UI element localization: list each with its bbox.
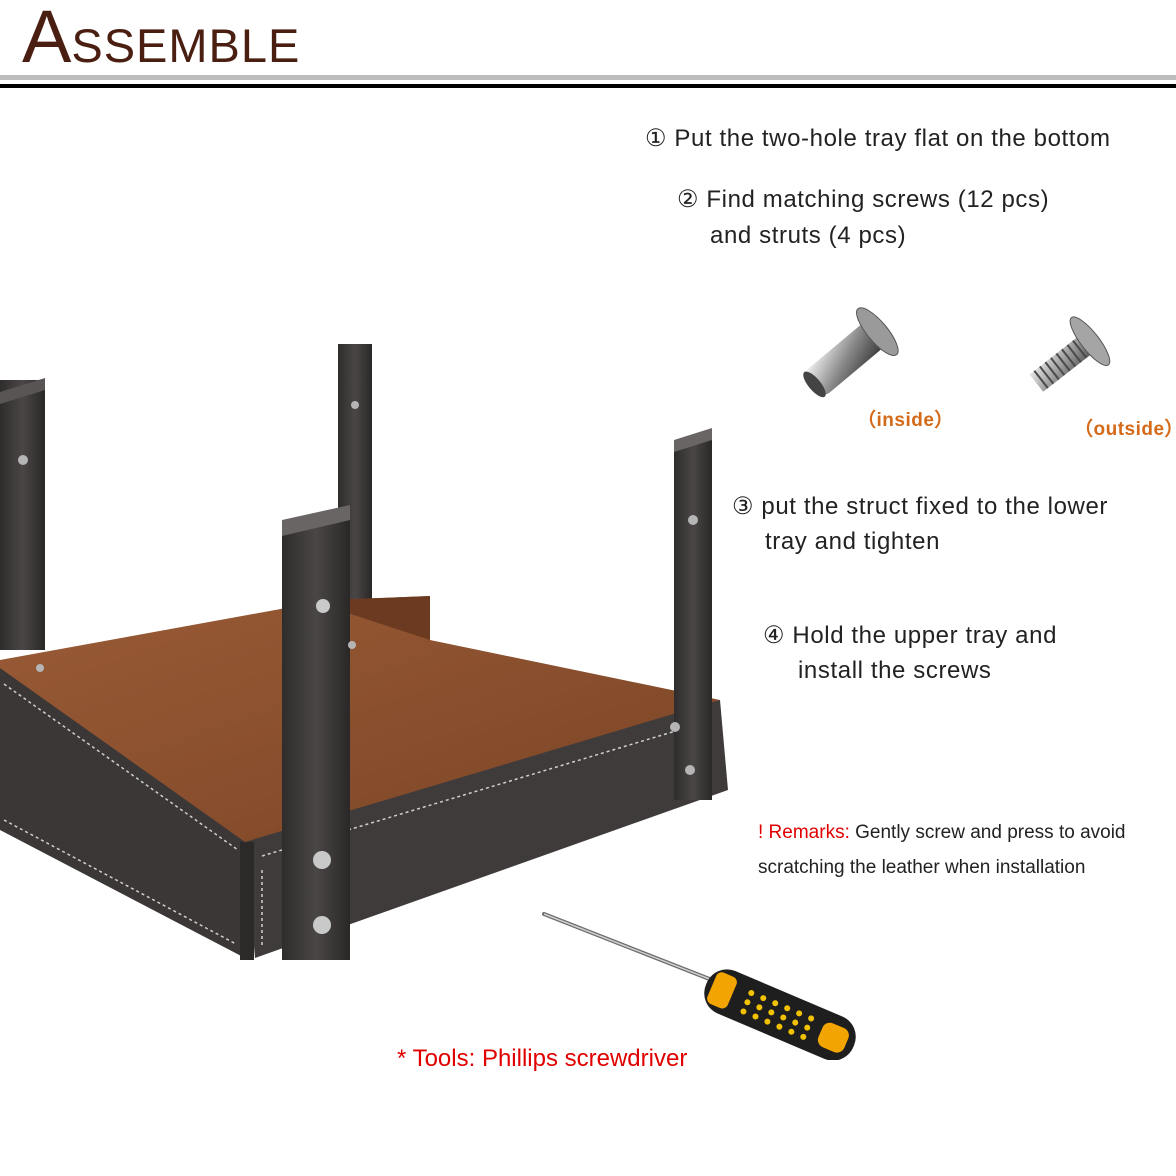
step-1: ① Put the two-hole tray flat on the bott… bbox=[645, 125, 1111, 152]
step-2-line2: and struts (4 pcs) bbox=[710, 222, 907, 249]
remarks-prefix: ! Remarks: bbox=[758, 822, 850, 843]
step-4-line2: install the screws bbox=[798, 657, 992, 684]
remarks-line2: scratching the leather when installation bbox=[758, 857, 1086, 878]
outside-screw-icon bbox=[1029, 316, 1111, 392]
tools-note: * Tools: Phillips screwdriver bbox=[397, 1045, 688, 1072]
header-rule-gray bbox=[0, 75, 1176, 80]
inside-screw-icon bbox=[803, 307, 899, 398]
step-2-line1: ② Find matching screws (12 pcs) bbox=[677, 186, 1050, 213]
tray-illustration bbox=[0, 344, 728, 960]
remarks-line1: ! Remarks: Gently screw and press to avo… bbox=[758, 816, 1126, 850]
inside-label: （inside） bbox=[857, 410, 954, 431]
outside-label: （outside） bbox=[1074, 419, 1176, 440]
header-rule-black bbox=[0, 84, 1176, 88]
remarks-text-1: Gently screw and press to avoid bbox=[849, 822, 1126, 843]
title-initial: A bbox=[22, 0, 72, 78]
page-title: ASSEMBLE bbox=[22, 0, 300, 75]
title-rest: SSEMBLE bbox=[71, 19, 301, 72]
screwdriver-icon bbox=[542, 912, 856, 1060]
step-4-line1: ④ Hold the upper tray and bbox=[763, 622, 1058, 649]
step-3-line2: tray and tighten bbox=[765, 528, 941, 555]
step-3-line1: ③ put the struct fixed to the lower bbox=[732, 493, 1109, 520]
